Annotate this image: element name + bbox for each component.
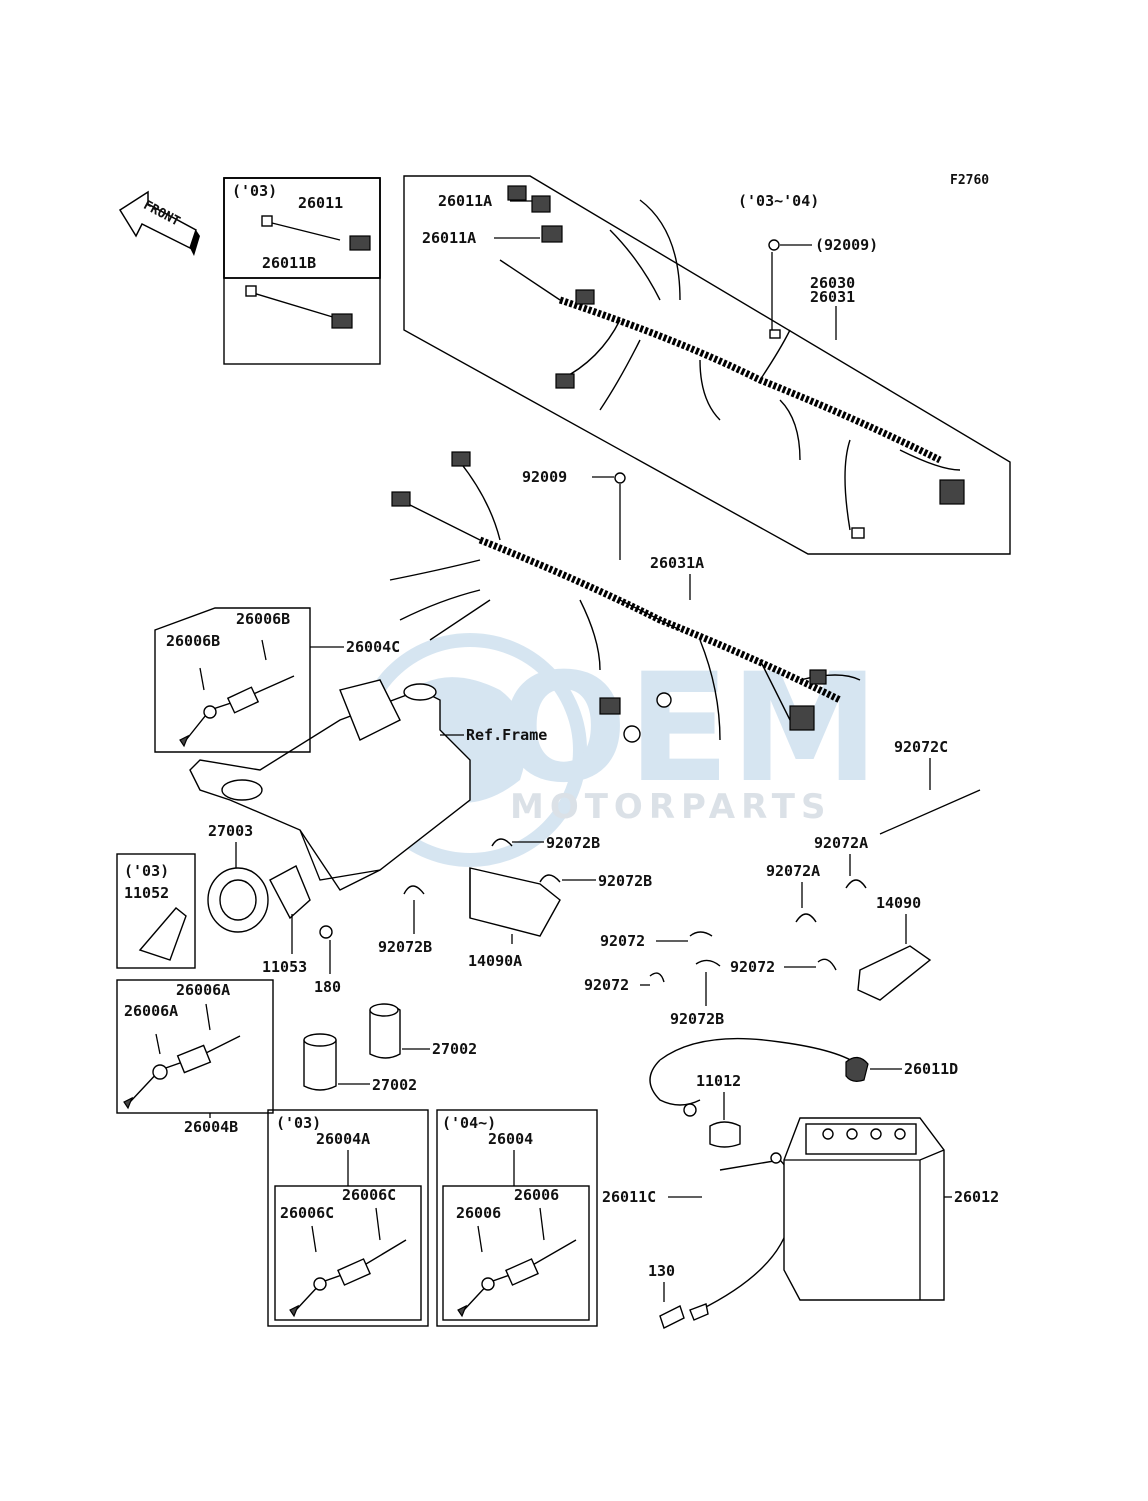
part-26006B-right: 26006B: [236, 610, 290, 628]
frame-reference: Ref.Frame: [189, 679, 547, 891]
group-26004a: ('03) 26004A 26006C 26006C: [267, 1109, 429, 1327]
part-26011A-mid: 26011A: [422, 229, 476, 247]
part-27002-1: 27002: [432, 1040, 477, 1058]
part-92009: 92009: [522, 468, 567, 486]
part-92072-2: 92072: [584, 976, 629, 994]
part-14090A: 14090A: [468, 952, 522, 970]
part-26004: 26004: [488, 1130, 533, 1148]
part-26006-left: 26006: [456, 1204, 501, 1222]
part-180: 180: [314, 978, 341, 996]
box-14090A: 14090A 92072B 92072B 92072B: [378, 834, 652, 970]
clamp-92072B-3-icon: [403, 885, 425, 895]
part-92072-3: 92072: [730, 958, 775, 976]
part-26011A-top: 26011A: [438, 192, 492, 210]
part-27002-2: 27002: [372, 1076, 417, 1094]
relays-27002: 27002 27002: [303, 1003, 477, 1094]
clamp-92072-1-icon: [689, 931, 713, 937]
horn-27003: 27003 11053 180: [207, 822, 341, 996]
group-11052: ('03) 11052: [116, 853, 196, 969]
part-26011: 26011: [298, 194, 343, 212]
harness-box: [403, 175, 1011, 555]
part-92072B-1: 92072B: [546, 834, 600, 852]
clamp-92072-2-icon: [649, 972, 665, 983]
part-26031: 26031: [810, 288, 855, 306]
group-03-box: [223, 177, 381, 365]
part-26006A-right: 26006A: [176, 981, 230, 999]
clamps-92072: 92072 92072 92072B 92072: [584, 931, 837, 1028]
part-26006C-right: 26006C: [342, 1186, 396, 1204]
part-26011D: 26011D: [904, 1060, 958, 1078]
bolt-130-icon: [659, 1305, 685, 1329]
part-92072B-2: 92072B: [598, 872, 652, 890]
cable-tie-92072C-icon: [879, 789, 981, 835]
part-92072C: 92072C: [894, 738, 948, 756]
figure-code: F2760: [950, 173, 989, 188]
clamp-92072-3-icon: [817, 958, 837, 971]
part-26006B-left: 26006B: [166, 632, 220, 650]
part-26030: 26030: [810, 274, 855, 292]
group-0304-harness: ('03~'04) 26011A 26011A (92009) 26030 26…: [403, 175, 1011, 555]
part-26011C: 26011C: [602, 1188, 656, 1206]
group-26004-year: ('04~): [442, 1114, 496, 1132]
part-26006C-left: 26006C: [280, 1204, 334, 1222]
watermark-sub: MOTORPARTS: [510, 787, 831, 827]
part-26006A-left: 26006A: [124, 1002, 178, 1020]
clamp-92072B-1-icon: [491, 838, 513, 847]
group-03-leads: ('03) 26011 26011B: [223, 177, 381, 329]
part-11012: 11012: [696, 1072, 741, 1090]
part-92072A-1: 92072A: [814, 834, 868, 852]
part-26004A: 26004A: [316, 1130, 370, 1148]
part-14090: 14090: [876, 894, 921, 912]
screw-92009-icon: [614, 472, 626, 484]
part-92009-paren: (92009): [815, 236, 878, 254]
group-0304-year: ('03~'04): [738, 192, 819, 210]
clamp-92072B-4-icon: [695, 959, 721, 967]
box-14090: 92072A 92072A 14090: [766, 834, 932, 1001]
part-27003: 27003: [208, 822, 253, 840]
part-26012: 26012: [954, 1188, 999, 1206]
part-92072-1: 92072: [600, 932, 645, 950]
clamp-92072B-2-icon: [539, 874, 561, 883]
part-11053: 11053: [262, 958, 307, 976]
part-130: 130: [648, 1262, 675, 1280]
group-26004c: 26006B 26006B 26004C: [154, 607, 400, 753]
group-03-year: ('03): [232, 182, 277, 200]
clamp-92072A-1-icon: [845, 879, 867, 889]
part-26031A: 26031A: [650, 554, 704, 572]
part-26004B: 26004B: [184, 1118, 238, 1136]
front-arrow-icon: FRONT: [118, 190, 200, 256]
part-26011B: 26011B: [262, 254, 316, 272]
part-26006-right: 26006: [514, 1186, 559, 1204]
group-26004: ('04~) 26004 26006 26006: [436, 1109, 598, 1327]
group-11052-year: ('03): [124, 862, 169, 880]
group-26004a-year: ('03): [276, 1114, 321, 1132]
part-11052: 11052: [124, 884, 169, 902]
part-26004C: 26004C: [346, 638, 400, 656]
frame-ref-label: Ref.Frame: [466, 726, 547, 744]
screw-92009-top-icon: [768, 239, 780, 251]
part-92072B-4: 92072B: [670, 1010, 724, 1028]
main-harness: 92009 26031A: [389, 451, 861, 743]
group-26004b: 26006A 26006A 26004B: [116, 979, 274, 1136]
part-92072A-2: 92072A: [766, 862, 820, 880]
part-92072B-3: 92072B: [378, 938, 432, 956]
battery-assembly: 26011D 11012 26011C 26012 130: [602, 1037, 999, 1329]
clamp-92072A-2-icon: [795, 913, 817, 923]
